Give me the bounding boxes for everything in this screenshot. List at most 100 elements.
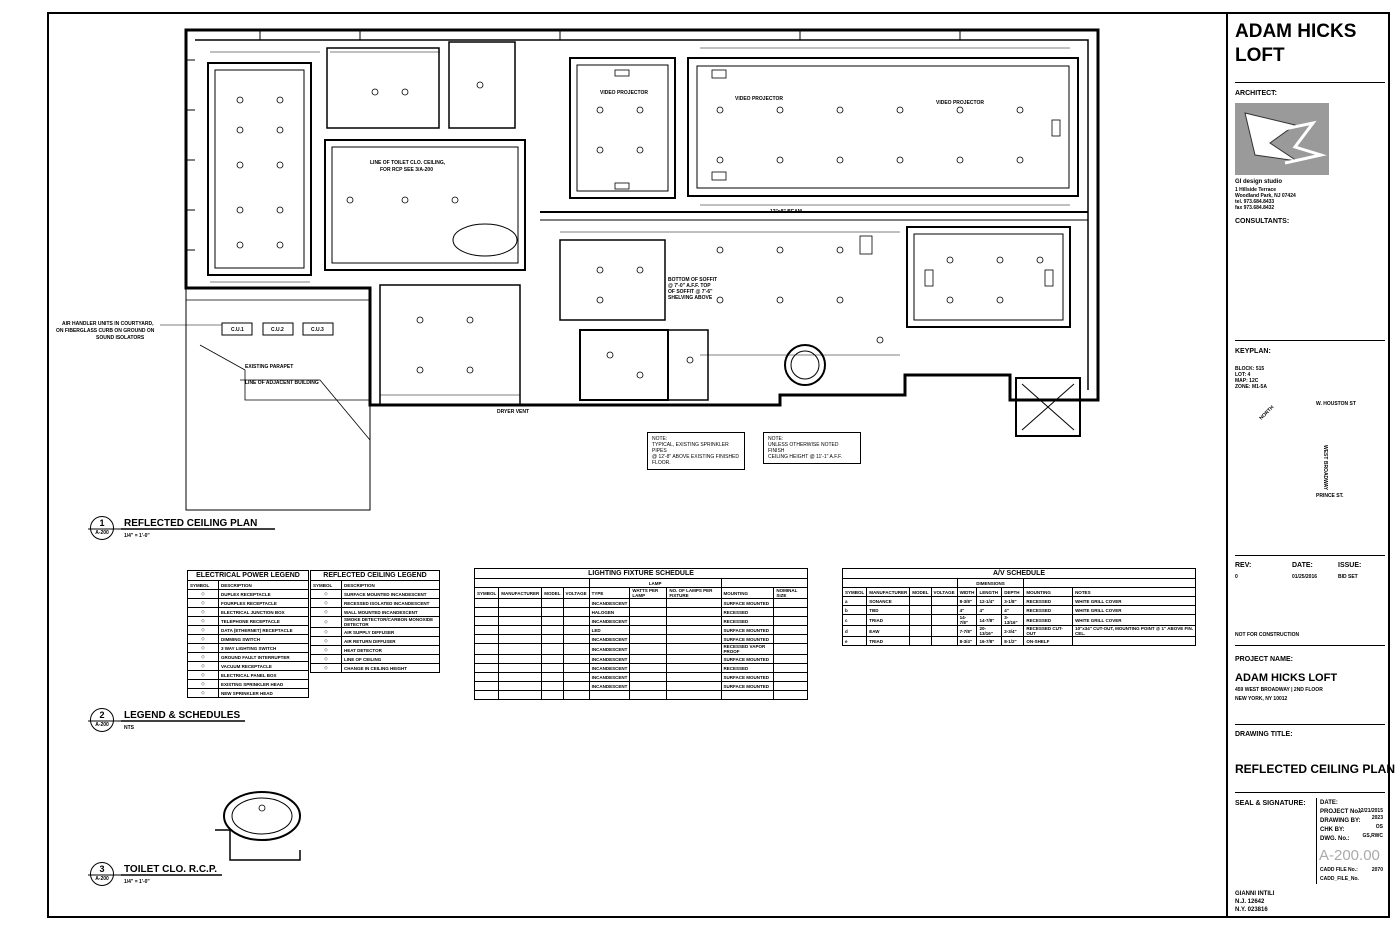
table-row: ◇ELECTRICAL PANEL BOX xyxy=(187,670,309,680)
table-cell: 4" xyxy=(976,605,1003,615)
view-2-scale: NTS xyxy=(124,725,134,731)
table-cell xyxy=(562,672,590,682)
firm-fax: fax 973.684.8432 xyxy=(1235,205,1275,211)
symbol-icon: ◇ xyxy=(187,634,219,644)
note-ceiling-l1: UNLESS OTHERWISE NOTED FINISH xyxy=(768,442,839,454)
table-cell: DIMMING SWITCH xyxy=(218,634,309,644)
note-video-projector-1: VIDEO PROJECTOR xyxy=(600,90,648,96)
symbol-icon: ◇ xyxy=(310,645,342,655)
keyplan-label: KEYPLAN: xyxy=(1235,348,1271,355)
note-sprinkler-l3: FLOOR. xyxy=(652,460,671,466)
table-cell xyxy=(909,596,932,606)
info-drawing-by-label: DRAWING BY: xyxy=(1320,818,1361,824)
table-cell: SURFACE MOUNTED xyxy=(720,634,775,644)
note-toilet-line: LINE OF TOILET CLO. CEILING, xyxy=(370,160,446,166)
table-row: ◇DATA (ETHERNET) RECEPTACLE xyxy=(187,625,309,635)
tb-rule xyxy=(1235,645,1385,646)
symbol-icon: ◇ xyxy=(310,598,342,608)
table-cell xyxy=(473,690,500,700)
table-row: ◇AIR RETURN DIFFUSER xyxy=(310,636,440,646)
project-address-1: 459 WEST BROADWAY | 2ND FLOOR xyxy=(1235,687,1323,693)
cadd-file-label-2: CADD_FILE_No. xyxy=(1320,876,1359,882)
table-cell: VACUUM RECEPTACLE xyxy=(218,661,309,671)
table-row: ◇CHANGE IN CEILING HEIGHT xyxy=(310,663,440,673)
elec-col-desc: DESCRIPTION xyxy=(218,580,309,590)
column-header: MOUNTING xyxy=(720,587,775,599)
column-header: MANUFACTURER xyxy=(498,587,543,599)
table-cell xyxy=(473,625,500,635)
table-cell xyxy=(629,672,668,682)
table-cell: INCANDESCENT xyxy=(588,643,631,655)
note-sprinkler-l1: TYPICAL, EXISTING SPRINKLER PIPES xyxy=(652,442,729,454)
table-cell xyxy=(930,614,958,626)
table-cell xyxy=(562,690,590,700)
table-cell: INCANDESCENT xyxy=(588,672,631,682)
table-cell: AIR SUPPLY DIFFUSER xyxy=(341,627,440,637)
table-cell xyxy=(541,607,564,617)
table-cell: ELECTRICAL JUNCTION BOX xyxy=(218,607,309,617)
tb-rule xyxy=(1235,724,1385,725)
table-row: INCANDESCENT SURFACE MOUNTED xyxy=(473,672,808,682)
tb-rule xyxy=(1235,555,1385,556)
table-cell xyxy=(629,598,668,608)
note-air-handler-2: ON FIBERGLASS CURB ON GROUND ON xyxy=(56,328,155,334)
date-value: 01/25/2016 xyxy=(1292,574,1318,580)
table-cell xyxy=(909,605,932,615)
table-cell: SURFACE MOUNTED xyxy=(720,672,775,682)
table-cell: SURFACE MOUNTED xyxy=(720,598,775,608)
drawing-title-label: DRAWING TITLE: xyxy=(1235,731,1293,738)
table-cell: TRIAD xyxy=(866,614,911,626)
table-cell: WHITE GRILL COVER xyxy=(1072,614,1196,626)
column-header: VOLTAGE xyxy=(562,587,590,599)
lighting-lamp-group: LAMP xyxy=(588,578,722,588)
firm-tel: tel. 973.684.8433 xyxy=(1235,199,1275,205)
table-cell xyxy=(498,663,543,673)
table-cell xyxy=(773,625,808,635)
table-cell xyxy=(541,643,564,655)
note-soffit-4: SHELVING ABOVE xyxy=(668,295,713,301)
table-row: ◇VACUUM RECEPTACLE xyxy=(187,661,309,671)
view-3-title: TOILET CLO. R.C.P. xyxy=(124,864,217,875)
table-row: ◇FOURPLEX RECEPTACLE xyxy=(187,598,309,608)
rev-value: 0 xyxy=(1235,574,1238,580)
architect-label: ARCHITECT: xyxy=(1235,90,1277,97)
table-row: ◇AIR SUPPLY DIFFUSER xyxy=(310,627,440,637)
info-date-label: DATE: xyxy=(1320,800,1338,806)
symbol-icon: ◇ xyxy=(310,654,342,664)
table-cell xyxy=(498,634,543,644)
symbol-icon: ◇ xyxy=(187,652,219,662)
table-cell xyxy=(666,654,722,664)
cu1-label: C.U.1 xyxy=(231,327,244,333)
symbol-icon: ◇ xyxy=(187,598,219,608)
table-cell xyxy=(909,625,932,637)
table-cell: d xyxy=(841,625,868,637)
table-cell xyxy=(541,690,564,700)
table-cell: 3-13/16" xyxy=(1001,614,1025,626)
table-cell xyxy=(473,643,500,655)
table-row: ◇3 WAY LIGHTING SWITCH xyxy=(187,643,309,653)
consultants-label: CONSULTANTS: xyxy=(1235,218,1290,225)
view-1-title: REFLECTED CEILING PLAN xyxy=(124,518,258,529)
table-cell: 14-7/8" xyxy=(976,614,1003,626)
table-cell: RECESSED xyxy=(1023,614,1074,626)
table-cell xyxy=(562,607,590,617)
note-video-projector-3: VIDEO PROJECTOR xyxy=(936,100,984,106)
table-cell xyxy=(629,663,668,673)
column-header: MODEL xyxy=(909,587,932,597)
table-cell: e xyxy=(841,636,868,646)
table-cell xyxy=(909,636,932,646)
column-header: MOUNTING xyxy=(1023,587,1074,597)
table-cell xyxy=(588,690,631,700)
column-header: MODEL xyxy=(541,587,564,599)
table-row: ◇SURFACE MOUNTED INCANDESCENT xyxy=(310,589,440,599)
tb-rule xyxy=(1235,792,1385,793)
table-cell xyxy=(930,596,958,606)
info-date-value: 12/21/2015 xyxy=(1357,808,1383,814)
table-row: ◇SMOKE DETECTOR/CARBON MONOXIDE DETECTOR xyxy=(310,616,440,628)
